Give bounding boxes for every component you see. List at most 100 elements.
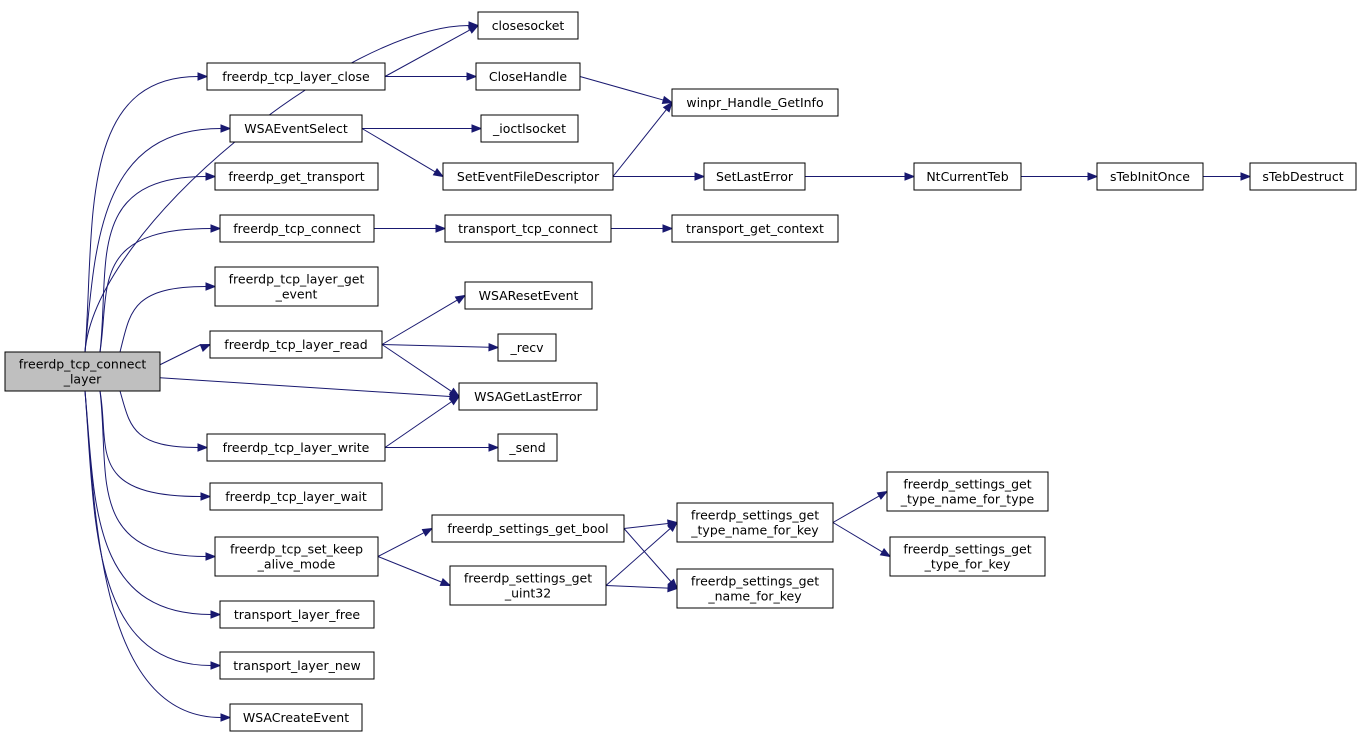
node-get-bool[interactable]: freerdp_settings_get_bool	[431, 514, 625, 543]
node-label: transport_layer_new	[233, 658, 360, 673]
node-label: _ioctlsocket	[492, 121, 566, 136]
node-layer-write[interactable]: freerdp_tcp_layer_write	[206, 433, 386, 462]
node-wsacreateevent[interactable]: WSACreateEvent	[229, 703, 363, 732]
node-box	[676, 502, 834, 543]
arrowhead-icon	[667, 521, 679, 532]
node-box	[703, 162, 806, 191]
call-edge	[377, 556, 442, 583]
call-edge	[119, 286, 207, 353]
node-type-for-key[interactable]: freerdp_settings_get_type_for_key	[889, 536, 1046, 577]
call-edge	[99, 390, 207, 557]
node-label: freerdp_settings_get	[691, 574, 819, 589]
node-box	[1096, 162, 1204, 191]
node-wsagetlasterror[interactable]: WSAGetLastError	[458, 382, 598, 411]
node-ioctlsocket[interactable]: _ioctlsocket	[480, 114, 579, 143]
call-edge	[579, 76, 664, 101]
call-edge	[99, 228, 212, 353]
call-edge	[159, 377, 451, 397]
node-layer-wait[interactable]: freerdp_tcp_layer_wait	[209, 482, 383, 511]
node-closesocket[interactable]: closesocket	[477, 11, 579, 40]
node-box	[206, 62, 386, 91]
arrowhead-icon	[662, 101, 673, 113]
arrowhead-icon	[210, 224, 222, 233]
node-label: freerdp_tcp_layer_read	[224, 337, 367, 352]
arrowhead-icon	[220, 124, 232, 133]
node-layer-new[interactable]: transport_layer_new	[219, 651, 375, 680]
call-edge	[84, 390, 222, 718]
call-edge	[832, 495, 880, 523]
node-type-name-for-type[interactable]: freerdp_settings_get_type_name_for_type	[886, 471, 1049, 512]
node-recv[interactable]: _recv	[497, 333, 557, 362]
node-box	[219, 214, 375, 243]
node-get-transport[interactable]: freerdp_get_transport	[214, 162, 379, 191]
node-label: _type_name_for_key	[690, 523, 819, 538]
arrowhead-icon	[454, 294, 467, 304]
arrowhead-icon	[471, 124, 483, 133]
call-edge	[84, 390, 212, 615]
node-ntcurrentteb[interactable]: NtCurrentTeb	[913, 162, 1022, 191]
node-label: sTebDestruct	[1262, 169, 1343, 184]
node-label: freerdp_settings_get	[903, 477, 1031, 492]
node-label: freerdp_tcp_layer_wait	[225, 489, 367, 504]
node-wsaresetevent[interactable]: WSAResetEvent	[464, 281, 593, 310]
node-layer-read[interactable]: freerdp_tcp_layer_read	[209, 330, 383, 359]
arrowhead-icon	[662, 224, 674, 233]
node-transport-tcp-connect[interactable]: transport_tcp_connect	[444, 214, 612, 243]
node-label: transport_layer_free	[234, 607, 361, 622]
call-edge	[612, 109, 667, 177]
node-label: transport_get_context	[686, 221, 824, 236]
node-label: freerdp_tcp_layer_get	[229, 272, 365, 287]
node-keepalive[interactable]: freerdp_tcp_set_keep_alive_mode	[214, 536, 379, 577]
node-label: WSAGetLastError	[474, 389, 583, 404]
node-label: freerdp_tcp_set_keep	[230, 542, 363, 557]
arrowhead-icon	[904, 172, 916, 181]
node-box	[886, 471, 1049, 512]
arrowhead-icon	[661, 95, 674, 104]
call-edge	[99, 176, 207, 353]
node-box	[214, 266, 379, 307]
node-box	[209, 330, 383, 359]
node-box	[214, 162, 379, 191]
call-edge	[384, 401, 452, 448]
arrowhead-icon	[694, 172, 706, 181]
node-layer-close[interactable]: freerdp_tcp_layer_close	[206, 62, 386, 91]
node-type-name-for-key[interactable]: freerdp_settings_get_type_name_for_key	[676, 502, 834, 543]
arrowhead-icon	[466, 72, 478, 81]
node-layer-free[interactable]: transport_layer_free	[219, 600, 375, 629]
node-transport-get-context[interactable]: transport_get_context	[671, 214, 839, 243]
call-edge	[623, 523, 669, 529]
node-wsaeventselect[interactable]: WSAEventSelect	[229, 114, 363, 143]
node-name-for-key[interactable]: freerdp_settings_get_name_for_key	[676, 568, 834, 609]
node-layer-get-event[interactable]: freerdp_tcp_layer_get_event	[214, 266, 379, 307]
node-box	[444, 214, 612, 243]
node-get-uint32[interactable]: freerdp_settings_get_uint32	[449, 565, 607, 606]
node-label: SetEventFileDescriptor	[457, 169, 600, 184]
node-box	[1249, 162, 1357, 191]
call-edge	[381, 299, 458, 345]
arrowhead-icon	[200, 492, 212, 501]
node-box	[458, 382, 598, 411]
node-label: sTebInitOnce	[1110, 169, 1190, 184]
node-box	[480, 114, 579, 143]
node-stebdestruct[interactable]: sTebDestruct	[1249, 162, 1357, 191]
node-setlasterror[interactable]: SetLastError	[703, 162, 806, 191]
node-seteventfd[interactable]: SetEventFileDescriptor	[442, 162, 614, 191]
node-root[interactable]: freerdp_tcp_connect_layer	[4, 351, 161, 392]
call-edge	[381, 344, 452, 392]
node-closehandle[interactable]: CloseHandle	[475, 62, 581, 91]
node-tcp-connect[interactable]: freerdp_tcp_connect	[219, 214, 375, 243]
node-box	[671, 88, 839, 117]
node-stebinitonce[interactable]: sTebInitOnce	[1096, 162, 1204, 191]
arrowhead-icon	[1087, 172, 1099, 181]
node-label: freerdp_tcp_connect	[233, 221, 361, 236]
node-box	[431, 514, 625, 543]
node-box	[206, 433, 386, 462]
node-send[interactable]: _send	[497, 433, 558, 462]
node-box	[889, 536, 1046, 577]
arrowhead-icon	[210, 661, 222, 670]
arrowhead-icon	[448, 387, 461, 398]
node-box	[497, 433, 558, 462]
arrowhead-icon	[199, 343, 212, 352]
node-handle-getinfo[interactable]: winpr_Handle_GetInfo	[671, 88, 839, 117]
node-label: _alive_mode	[257, 557, 336, 572]
